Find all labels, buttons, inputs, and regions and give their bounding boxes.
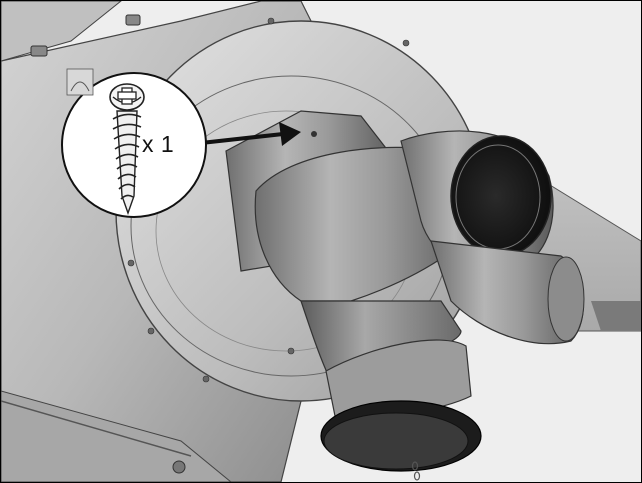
quantity-label: x 1: [142, 131, 175, 157]
screw-icon: [109, 83, 145, 216]
pointer-arrow: [200, 122, 301, 146]
upper-outlet-opening: [450, 135, 552, 257]
